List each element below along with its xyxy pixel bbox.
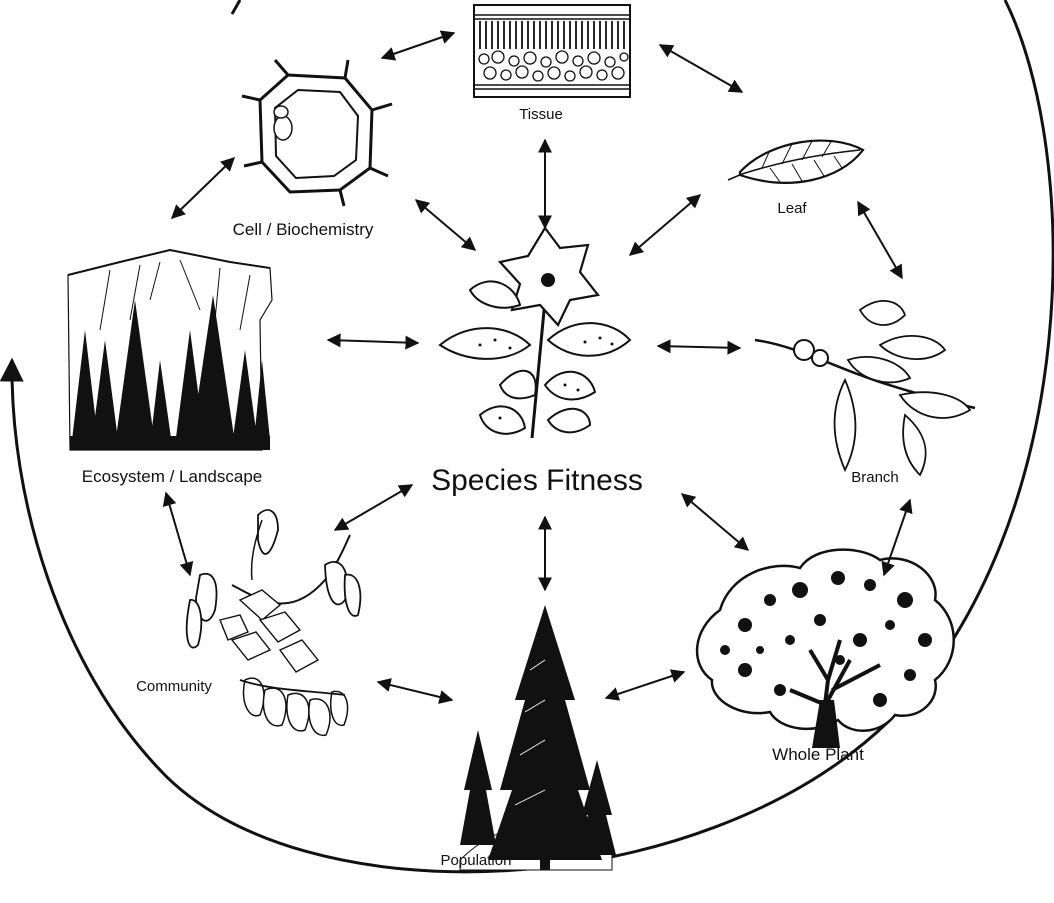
arrow-center-community	[335, 485, 412, 530]
arrow-cell-tissue	[382, 33, 454, 58]
label-cell-biochemistry: Cell / Biochemistry	[233, 220, 374, 239]
arrow-center-branch	[658, 346, 740, 348]
arrow-ecosystem-cell	[172, 158, 234, 218]
arrow-population-community	[378, 682, 452, 700]
conifer-stand-icon	[460, 605, 616, 870]
arrow-center-wholeplant	[682, 494, 748, 550]
label-ecosystem-landscape: Ecosystem / Landscape	[82, 467, 262, 486]
label-community: Community	[136, 678, 212, 695]
arrow-center-leaf	[630, 195, 700, 255]
arrow-community-ecosystem	[166, 493, 190, 575]
plant-cell-icon	[242, 60, 392, 206]
flowering-plant-icon	[440, 228, 630, 438]
label-branch: Branch	[851, 469, 899, 486]
arrow-center-cell	[416, 200, 475, 250]
arrow-tissue-leaf	[660, 45, 742, 92]
arrow-wholeplant-population	[606, 672, 684, 698]
branch-icon	[755, 301, 975, 475]
mountain-forest-icon	[68, 250, 272, 450]
label-tissue: Tissue	[519, 106, 563, 123]
label-leaf: Leaf	[777, 200, 807, 217]
label-population: Population	[441, 852, 512, 869]
leaf-icon	[728, 140, 863, 183]
outer-arc-top-left	[232, 0, 240, 14]
arrow-center-ecosystem	[328, 340, 418, 343]
arrow-leaf-branch	[858, 202, 902, 278]
plant-community-icon	[187, 510, 361, 735]
tree-crown-icon	[697, 550, 954, 748]
label-species-fitness: Species Fitness	[431, 464, 643, 497]
label-whole-plant: Whole Plant	[772, 745, 864, 764]
tissue-cross-section-icon	[474, 5, 630, 97]
